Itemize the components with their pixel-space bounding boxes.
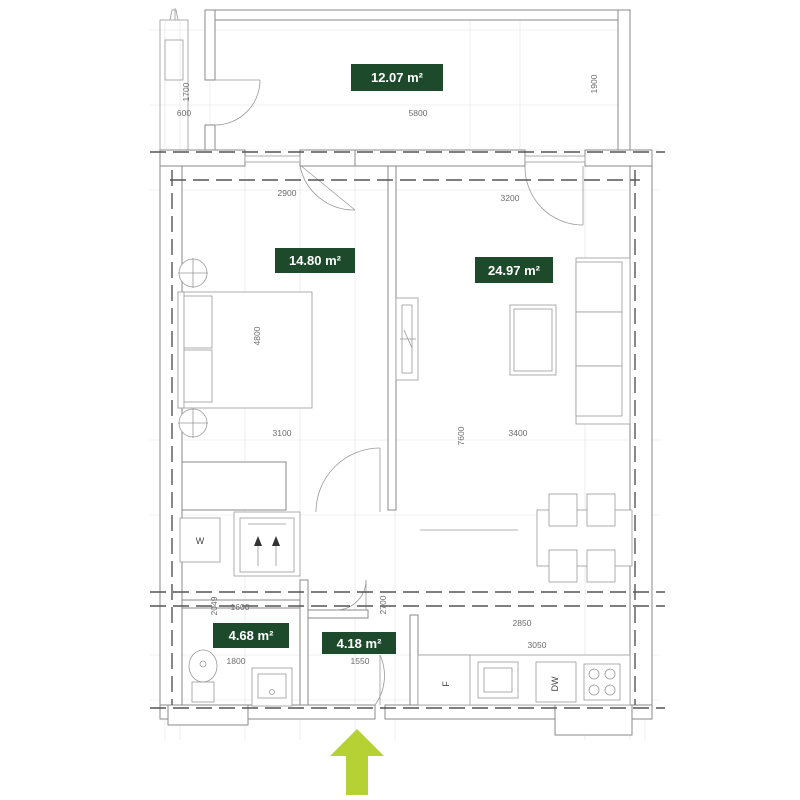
dim-living-depth: 7600: [456, 426, 466, 445]
area-label-bathroom: 4.68 m²: [213, 623, 289, 648]
sofa-icon: [575, 257, 631, 425]
dim-balcony-width: 5800: [409, 108, 428, 118]
washer-icon: W: [179, 517, 221, 563]
dim-balcony-height: 1700: [181, 82, 191, 101]
dim-bath-top: 1600: [231, 602, 250, 612]
dim-bedroom-top: 2900: [278, 188, 297, 198]
area-labels: 12.07 m² 14.80 m² 24.97 m² 4.68 m² 4.18 …: [213, 64, 553, 654]
dim-balcony-small: 600: [177, 108, 191, 118]
area-label-balcony: 12.07 m²: [351, 64, 443, 91]
area-bathroom: 4.68 m²: [229, 628, 274, 643]
wardrobe-icon: [233, 511, 301, 577]
area-bedroom: 14.80 m²: [289, 253, 342, 268]
dining-table-icon: [536, 493, 633, 583]
kitchen-counter: F DW: [417, 654, 631, 706]
dishwasher-label: DW: [550, 676, 560, 691]
fridge-label: F: [441, 681, 451, 687]
dim-bedroom-bottom: 3100: [273, 428, 292, 438]
dim-hall-vert: 2700: [378, 595, 388, 614]
area-balcony: 12.07 m²: [371, 70, 424, 85]
dim-bedroom-depth: 4800: [252, 326, 262, 345]
cooktop-icon: [583, 663, 621, 701]
area-label-living: 24.97 m²: [475, 257, 553, 283]
coffee-table-icon: [509, 304, 557, 376]
dim-kitchen-top: 2850: [513, 618, 532, 628]
dishwasher-icon: [535, 661, 577, 703]
dimension-labels: 1700 600 5800 1900 2900 3200 4800 3100 7…: [177, 74, 599, 666]
area-living: 24.97 m²: [488, 263, 541, 278]
tv-unit-icon: [395, 297, 419, 381]
dim-living-mid: 3400: [509, 428, 528, 438]
entrance-arrow-icon: [330, 729, 384, 795]
doors: [299, 164, 584, 706]
bed-icon: [177, 258, 313, 438]
fridge-icon: [417, 654, 471, 706]
area-hall: 4.18 m²: [337, 636, 382, 651]
area-label-bedroom: 14.80 m²: [275, 248, 355, 273]
area-label-hall: 4.18 m²: [322, 632, 396, 654]
dim-living-top: 3200: [501, 193, 520, 203]
axis-lines: [150, 151, 665, 709]
dim-kitchen-len: 3050: [528, 640, 547, 650]
dim-hall-width: 1550: [351, 656, 370, 666]
toilet-icon: [188, 649, 218, 703]
dim-bath-depth: 2049: [209, 596, 219, 615]
dim-balcony-depth: 1900: [589, 74, 599, 93]
washer-label: W: [196, 536, 205, 546]
sink-icon: [251, 667, 293, 707]
dim-bath-width: 1800: [227, 656, 246, 666]
